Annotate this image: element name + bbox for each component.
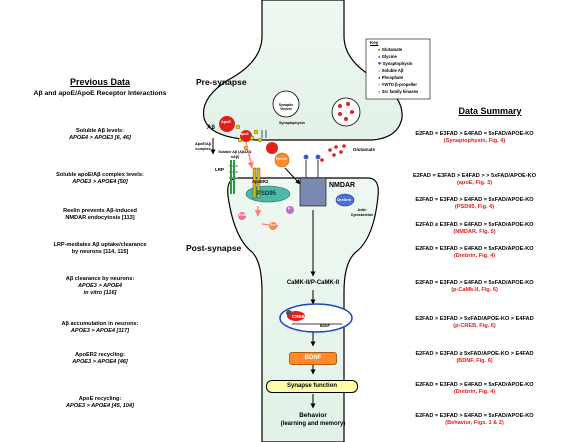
previous-item: Aβ accumulation in neurons:APOE3 > APOE4… (61, 321, 139, 334)
previous-subtitle: Aβ and apoE/ApoE Receptor Interactions (33, 90, 167, 97)
summary-title: Data Summary (458, 106, 522, 116)
summary-item: E2FAD = E3FAD > E4FAD > > 5xFAD/APOE-KO(… (412, 173, 537, 186)
previous-title: Previous Data (69, 77, 131, 87)
summary-item: E2FAD = E3FAD > E4FAD = 5xFAD/APOE-KO(PS… (415, 197, 534, 210)
postsynapse-label: Post-synapse (186, 243, 242, 253)
previous-item: Soluble Aβ levels:APOE4 > APOE3 [6, 46] (69, 128, 131, 141)
glutamate-dots (338, 102, 354, 121)
key-item: ● Phosphate (378, 75, 404, 80)
previous-item: ApoER2 recycling:APOE3 > APOE4 [46] (72, 352, 128, 365)
drebrin-label: Drebrin (337, 197, 352, 202)
dab-label: Dab (239, 213, 246, 217)
apoe-label: ApoE (221, 120, 231, 124)
summary-item: E2FAD = E3FAD > E4FAD = 5xFAD/APOE-KO(Dr… (415, 246, 534, 259)
synaptic-vesicle (272, 90, 300, 118)
key-item: ● Glutamate (378, 47, 403, 52)
bdnf-box: BDNF (289, 352, 337, 365)
src-label: Src (270, 223, 276, 227)
soluble-abeta-label: Soluble Aβ (Aβ42 & oAβ) (218, 150, 252, 159)
summary-item: E2FAD > E3FAD > 5xFAD/APOE-KO > E4FAD(p-… (415, 316, 534, 329)
svg-text:Synaptic: Synaptic (279, 103, 294, 107)
summary-item: E2FAD = E3FAD > E4FAD = 5xFAD/APOE-KO(Sy… (415, 131, 534, 144)
apoer2-label: ApoER2 (252, 179, 269, 184)
key-item: Ψ Synaptophysin (378, 61, 413, 66)
actin-label: Actin Cytoskeleton (350, 208, 374, 217)
apoe-complex-label: ApoE/Aβ complex (194, 142, 212, 151)
nmdar-shape (299, 177, 327, 207)
previous-item: Soluble apoE/Aβ complex levels:APOE3 > A… (56, 172, 144, 185)
behavior-label: Behavior (299, 412, 327, 419)
key-item: ● YWTD β-propeller (378, 82, 417, 87)
presynapse-label: Pre-synapse (196, 77, 247, 87)
creb-label: CREB (292, 314, 305, 319)
released-glutamate (320, 144, 346, 162)
apoe-circle-label: apoE (240, 132, 249, 136)
reelin-label: Reelin (276, 157, 287, 161)
synapse-function-box: Synapse function (266, 380, 358, 393)
key-item: ● Glycine (378, 54, 397, 59)
key-title: Key (370, 40, 379, 45)
synaptophysin-marker (261, 130, 267, 138)
bdnf-gene-label: BDNF (320, 324, 330, 328)
svg-text:Vesicle: Vesicle (280, 107, 292, 111)
lrp-label: LRP (215, 167, 224, 172)
abeta-label: Aβ (207, 125, 215, 131)
summary-item: E2FAD > E3FAD ≥ 5xFAD/APOE-KO > E4FAD(BD… (415, 351, 534, 364)
summary-item: E2FAD = E3FAD > E4FAD = 5xFAD/APOE-KO(p-… (415, 280, 534, 293)
nmdar-label: NMDAR (329, 182, 356, 189)
glutamate-vesicle (331, 97, 361, 127)
key-item: ● Src family kinases (378, 89, 419, 94)
key-box (365, 38, 431, 100)
phospho-label: P (288, 207, 291, 211)
summary-item: E2FAD = E3FAD > E4FAD = 5xFAD/APOE-KO(Be… (415, 413, 534, 426)
glutamate-label: Glutamate (353, 147, 376, 152)
summary-item: E2FAD = E3FAD > E4FAD = 5xFAD/APOE-KO(Dr… (415, 382, 534, 395)
behavior-sub-label: (learning and memory) (280, 421, 346, 427)
previous-item: ApoE recycling:APOE3 > APOE4 [45, 104] (65, 396, 135, 409)
synaptophysin-label: Synaptophysin (279, 121, 305, 125)
summary-item: E2FAD ≥ E3FAD > E4FAD = 5xFAD/APOE-KO(NM… (415, 222, 534, 235)
camk-label: CaMK-II/P-CaMK-II (286, 280, 340, 286)
psd95-label: PSD95 (257, 191, 277, 197)
key-item: ● Soluble Aβ (378, 68, 404, 73)
